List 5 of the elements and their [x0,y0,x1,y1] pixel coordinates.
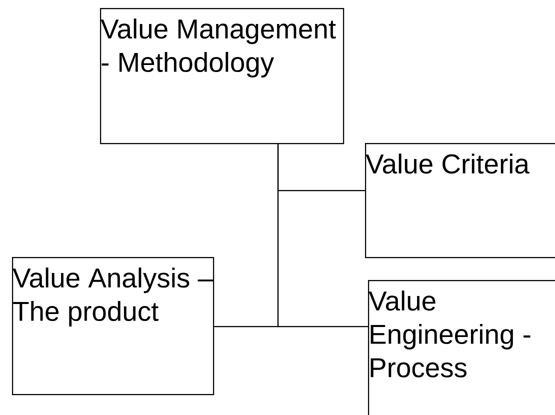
connector-line [277,144,368,328]
text-box: Value Analysis – The product [12,257,214,396]
text-box: Value Engineering - Process [368,280,555,415]
text-box: Value Criteria [365,143,555,258]
text-box: Value Management - Methodology [100,8,344,144]
